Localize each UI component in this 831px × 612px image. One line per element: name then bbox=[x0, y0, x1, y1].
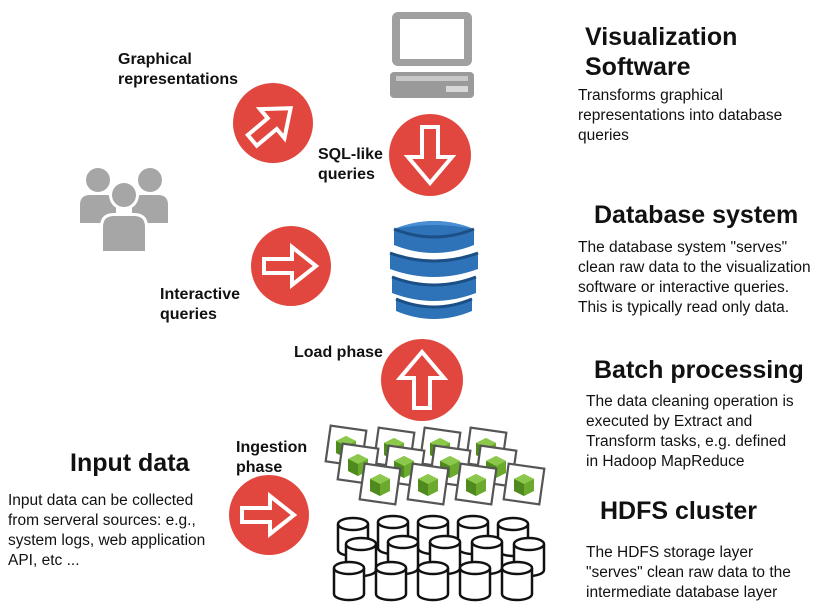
label-ingestion-phase: Ingestion phase bbox=[236, 439, 308, 476]
right-arrow-circle-icon bbox=[251, 226, 331, 306]
database-description: The database system "serves" clean raw d… bbox=[578, 239, 811, 316]
label-interactive-queries: Interactive queries bbox=[160, 286, 241, 323]
database-icon bbox=[389, 221, 479, 319]
visualization-title: Visualization Software bbox=[585, 23, 738, 81]
compute-cluster-icon bbox=[324, 424, 546, 506]
hdfs-description: The HDFS storage layer "serves" clean ra… bbox=[586, 544, 791, 601]
batch-title: Batch processing bbox=[594, 356, 804, 384]
up-arrow-circle-icon bbox=[381, 339, 463, 421]
diagonal-arrow-circle-icon bbox=[233, 83, 313, 163]
monitor-icon bbox=[390, 12, 474, 98]
batch-description: The data cleaning operation is executed … bbox=[586, 393, 794, 470]
ingestion-arrow-circle-icon bbox=[229, 475, 309, 555]
database-title: Database system bbox=[594, 201, 799, 229]
label-graphical-representations: Graphical representations bbox=[118, 51, 239, 88]
hdfs-title: HDFS cluster bbox=[600, 497, 757, 525]
storage-cluster-icon bbox=[332, 514, 546, 602]
input-description: Input data can be collected from servera… bbox=[8, 492, 206, 569]
visualization-description: Transforms graphical representations int… bbox=[578, 87, 783, 144]
users-icon bbox=[80, 168, 168, 251]
input-title: Input data bbox=[70, 449, 190, 477]
label-load-phase: Load phase bbox=[294, 344, 383, 361]
down-arrow-circle-icon bbox=[389, 114, 471, 196]
label-sql-like-queries: SQL-like queries bbox=[318, 146, 383, 183]
